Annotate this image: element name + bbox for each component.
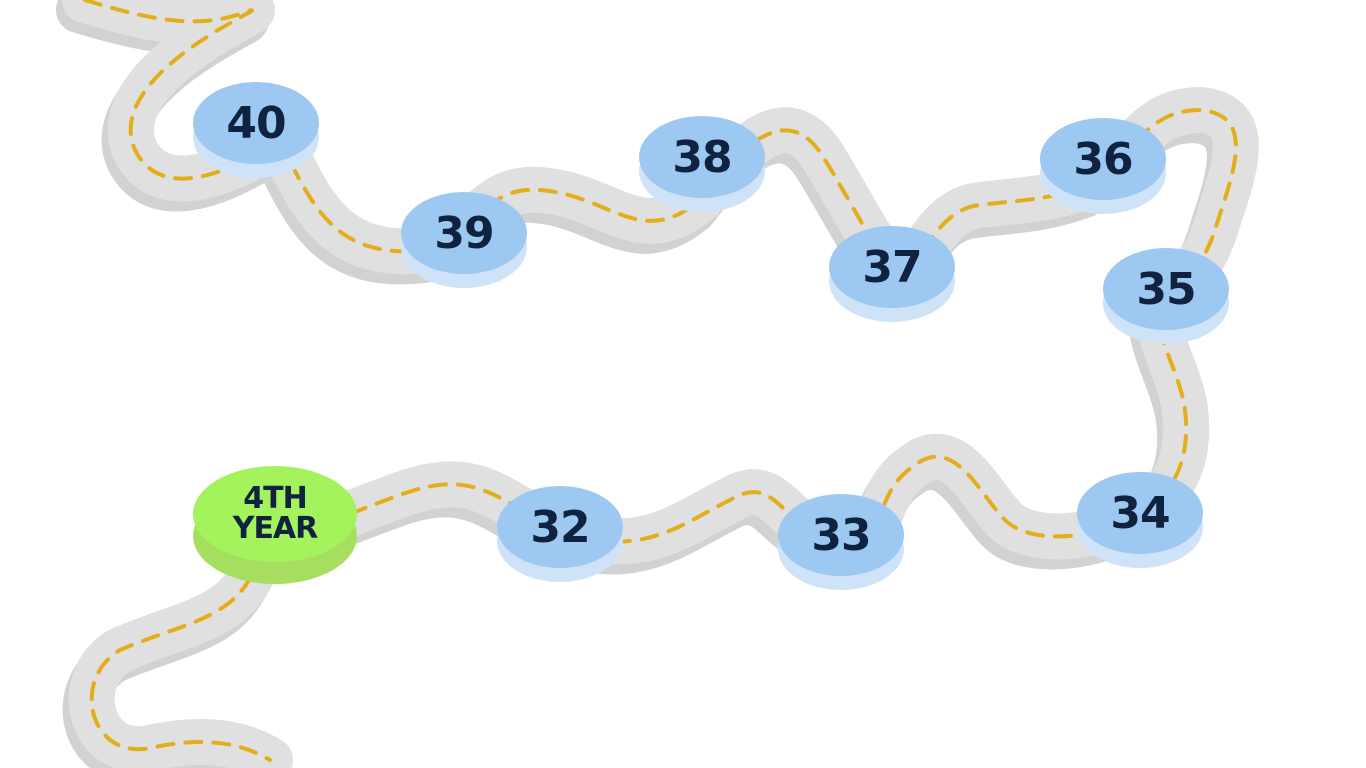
board-space-face: 35 xyxy=(1103,248,1229,330)
board-space-face: 40 xyxy=(193,82,319,164)
start-label-line2: YEAR xyxy=(232,511,319,546)
board-space-face: 36 xyxy=(1040,118,1166,200)
board-space-number: 32 xyxy=(530,501,590,553)
board-space-face: 32 xyxy=(497,486,623,568)
board-space-38[interactable]: 38 xyxy=(639,116,765,212)
board-space-face: 37 xyxy=(829,226,955,308)
board-space-number: 34 xyxy=(1110,487,1170,539)
board-space-35[interactable]: 35 xyxy=(1103,248,1229,344)
board-space-number: 35 xyxy=(1136,263,1196,315)
board-space-number: 39 xyxy=(434,207,494,259)
board-space-number: 33 xyxy=(811,509,871,561)
board-space-37[interactable]: 37 xyxy=(829,226,955,322)
board-space-34[interactable]: 34 xyxy=(1077,472,1203,568)
board-space-face: 39 xyxy=(401,192,527,274)
board-space-number: 36 xyxy=(1073,133,1133,185)
board-space-number: 40 xyxy=(226,97,286,149)
board-space-face: 33 xyxy=(778,494,904,576)
board-space-number: 38 xyxy=(672,131,732,183)
road-center-line xyxy=(83,0,1238,762)
start-label-line1: 4TH xyxy=(243,481,307,516)
board-space-face: 34 xyxy=(1077,472,1203,554)
start-space-4th-year[interactable]: 4TH YEAR xyxy=(193,466,357,584)
board-space-face: 38 xyxy=(639,116,765,198)
board-space-32[interactable]: 32 xyxy=(497,486,623,582)
board-space-number: 37 xyxy=(862,241,922,293)
start-space-face: 4TH YEAR xyxy=(193,466,357,562)
board-space-33[interactable]: 33 xyxy=(778,494,904,590)
board-space-39[interactable]: 39 xyxy=(401,192,527,288)
board-space-40[interactable]: 40 xyxy=(193,82,319,178)
board-space-36[interactable]: 36 xyxy=(1040,118,1166,214)
